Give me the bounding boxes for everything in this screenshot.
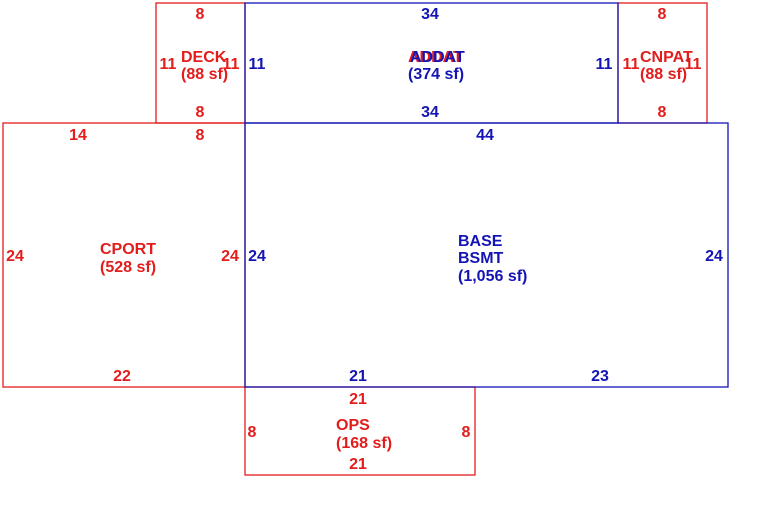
cport-area: (528 sf) <box>100 259 156 276</box>
cport-right-dim: 24 <box>221 248 239 265</box>
cnpat-left-dim: 11 <box>623 56 640 73</box>
addat-name: ADDAT <box>410 49 465 66</box>
base-left-dim: 24 <box>248 248 266 265</box>
ops-name: OPS <box>336 417 370 434</box>
ops-top-dim: 21 <box>349 391 367 408</box>
base-area: (1,056 sf) <box>458 268 527 285</box>
base-top-dim: 44 <box>476 127 494 144</box>
deck-left-dim: 11 <box>160 56 177 73</box>
base-right-dim: 24 <box>705 248 723 265</box>
addat-top-dim: 34 <box>421 6 439 23</box>
ops-left-dim: 8 <box>248 424 257 441</box>
base-name-2: BSMT <box>458 250 504 267</box>
cnpat-name: CNPAT <box>640 49 693 66</box>
cport-top-dim-1: 14 <box>69 127 87 144</box>
cport-bottom-dim: 22 <box>113 368 131 385</box>
deck-bottom-dim: 8 <box>196 104 205 121</box>
cnpat-right-dim: 11 <box>685 56 702 73</box>
cport-name: CPORT <box>100 241 156 258</box>
addat-area: (374 sf) <box>408 66 464 83</box>
deck-top-dim: 8 <box>196 6 205 23</box>
cnpat-top-dim: 8 <box>658 6 667 23</box>
deck-name: DECK <box>181 49 227 66</box>
cnpat-area: (88 sf) <box>640 66 687 83</box>
addat-bottom-dim: 34 <box>421 104 439 121</box>
cport-top-dim-2: 8 <box>196 127 205 144</box>
base-bottom-dim-1: 21 <box>349 368 367 385</box>
base-name: BASE <box>458 233 503 250</box>
ops-bottom-dim: 21 <box>349 456 367 473</box>
ops-right-dim: 8 <box>462 424 471 441</box>
cport-left-dim: 24 <box>6 248 24 265</box>
deck-area: (88 sf) <box>181 66 228 83</box>
addat-left-dim: 11 <box>249 56 266 73</box>
deck-right-dim: 11 <box>223 56 240 73</box>
base-outline <box>244 122 729 388</box>
cnpat-bottom-dim: 8 <box>658 104 667 121</box>
addat-overlap-name: ADDAT <box>408 49 463 66</box>
base-bottom-dim-2: 23 <box>591 368 609 385</box>
addat-right-dim: 11 <box>596 56 613 73</box>
ops-area: (168 sf) <box>336 435 392 452</box>
